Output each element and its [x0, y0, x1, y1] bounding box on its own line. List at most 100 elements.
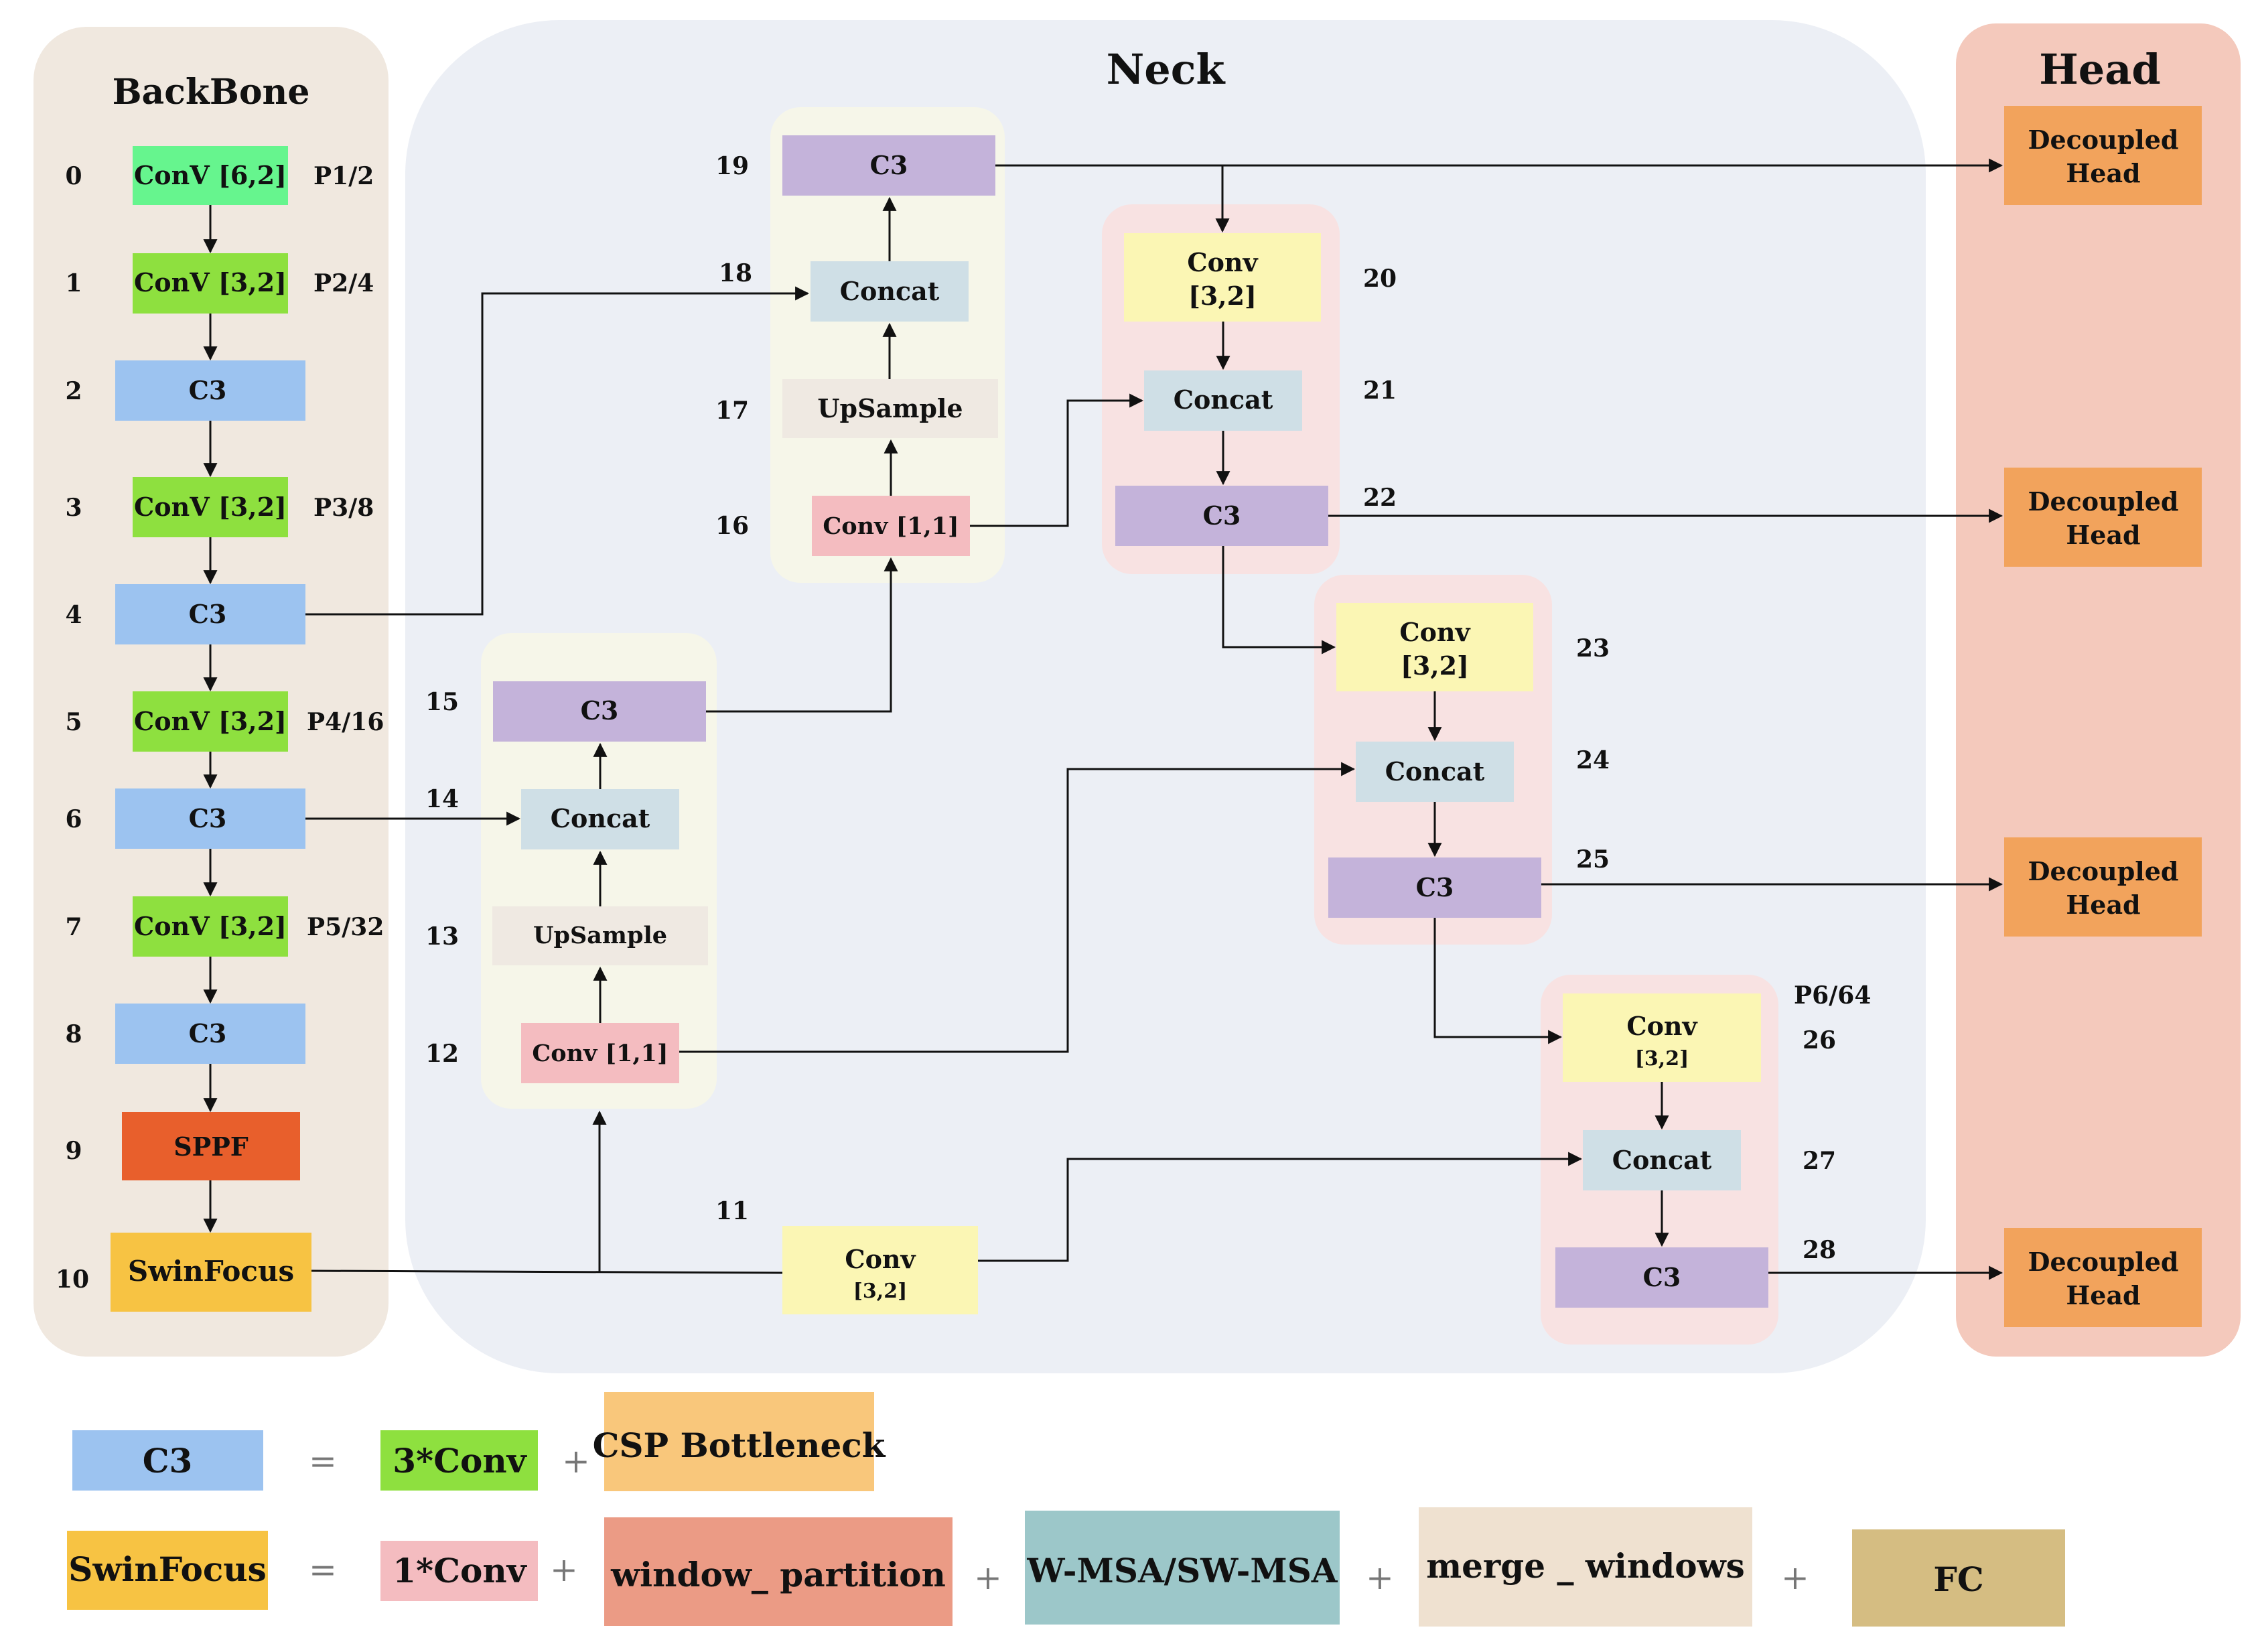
edge-11-to-27 — [978, 1152, 1583, 1262]
neck-layer-13: UpSample 13 — [425, 906, 708, 965]
svg-text:C3: C3 — [189, 1018, 227, 1048]
legend-merge-windows: merge _ windows — [1426, 1546, 1745, 1586]
svg-text:21: 21 — [1363, 376, 1397, 405]
svg-text:Conv: Conv — [845, 1244, 916, 1274]
svg-text:7: 7 — [65, 913, 82, 941]
backbone-layer-1: ConV [3,2] 1 P2/4 — [65, 253, 374, 314]
svg-text:C3: C3 — [581, 695, 619, 726]
neck-layer-22: C3 22 — [1115, 484, 1397, 546]
legend-window-partition: window_ partition — [610, 1555, 946, 1594]
svg-text:4: 4 — [65, 601, 82, 629]
decoupled-head-1: Decoupled Head — [2004, 106, 2202, 205]
svg-text:14: 14 — [425, 785, 459, 813]
svg-text:UpSample: UpSample — [817, 393, 963, 423]
svg-text:Concat: Concat — [1174, 385, 1273, 415]
backbone-title: BackBone — [113, 72, 310, 113]
backbone-layer-10: SwinFocus 10 — [56, 1233, 311, 1312]
svg-text:P4/16: P4/16 — [307, 708, 384, 736]
svg-text:9: 9 — [65, 1137, 82, 1165]
decoupled-head-2: Decoupled Head — [2004, 468, 2202, 567]
svg-text:C3: C3 — [870, 150, 908, 180]
edge-16-to-21 — [970, 393, 1144, 527]
legend-c3-box — [72, 1430, 263, 1491]
svg-text:P6/64: P6/64 — [1794, 981, 1871, 1010]
neck-layer-20: Conv [3,2] 20 — [1124, 233, 1397, 322]
neck-layer-19: C3 19 — [715, 135, 995, 196]
legend-eq-1: = — [309, 1442, 337, 1481]
connection-arrows — [305, 158, 2003, 1280]
backbone-layer-0: ConV [6,2] 0 P1/2 — [65, 146, 374, 205]
svg-text:28: 28 — [1803, 1236, 1836, 1264]
svg-text:12: 12 — [425, 1040, 459, 1068]
svg-text:Decoupled: Decoupled — [2028, 125, 2179, 155]
svg-text:ConV [6,2]: ConV [6,2] — [134, 160, 287, 190]
svg-text:Decoupled: Decoupled — [2028, 1247, 2179, 1277]
legend-fc-box — [1852, 1529, 2065, 1627]
svg-text:ConV [3,2]: ConV [3,2] — [134, 706, 287, 736]
svg-text:1: 1 — [65, 269, 82, 297]
backbone-layer-2: C3 2 — [65, 360, 305, 421]
svg-text:ConV [3,2]: ConV [3,2] — [134, 911, 287, 941]
neck-layer-16: Conv [1,1] 16 — [715, 496, 970, 556]
svg-text:19: 19 — [715, 152, 749, 180]
legend-swinfocus: SwinFocus — [68, 1550, 267, 1589]
svg-text:17: 17 — [715, 397, 749, 425]
neck-layer-23: Conv [3,2] 23 — [1336, 603, 1610, 691]
group-lower-fpn — [481, 633, 717, 1109]
svg-text:C3: C3 — [1416, 872, 1454, 902]
backbone-layer-5: ConV [3,2] 5 P4/16 — [65, 691, 384, 752]
legend-window-box — [604, 1517, 953, 1626]
legend-fc: FC — [1933, 1560, 1983, 1599]
svg-text:Conv: Conv — [1626, 1011, 1698, 1041]
edge-15-to-16 — [706, 557, 898, 713]
svg-text:Concat: Concat — [551, 803, 650, 833]
svg-text:0: 0 — [65, 162, 82, 190]
edge-10-to-11 — [311, 1269, 783, 1274]
svg-text:C3: C3 — [189, 599, 227, 629]
svg-text:P5/32: P5/32 — [307, 913, 384, 941]
svg-text:5: 5 — [65, 708, 82, 736]
legend-csp: CSP Bottleneck — [593, 1426, 886, 1465]
svg-text:26: 26 — [1803, 1026, 1836, 1054]
decoupled-head-4: Decoupled Head — [2004, 1228, 2202, 1327]
svg-text:[3,2]: [3,2] — [1635, 1047, 1689, 1071]
svg-text:[3,2]: [3,2] — [1188, 281, 1257, 311]
head-panel — [1956, 23, 2241, 1357]
svg-text:3: 3 — [65, 494, 82, 522]
svg-text:P2/4: P2/4 — [313, 269, 374, 297]
svg-text:15: 15 — [425, 688, 459, 716]
backbone-layer-7: ConV [3,2] 7 P5/32 — [65, 896, 384, 957]
neck-layer-14: Concat 14 — [425, 785, 679, 849]
svg-text:27: 27 — [1803, 1147, 1836, 1175]
svg-text:Concat: Concat — [840, 276, 940, 306]
edge-4-to-18 — [305, 286, 810, 616]
legend-conv3: 3*Conv — [393, 1441, 527, 1481]
svg-text:Head: Head — [2066, 1280, 2140, 1310]
neck-layer-28: C3 28 — [1555, 1236, 1836, 1308]
head-title: Head — [2039, 45, 2161, 94]
backbone-layer-3: ConV [3,2] 3 P3/8 — [65, 477, 374, 537]
neck-layer-18: Concat 18 — [719, 259, 969, 322]
legend-c3: C3 — [143, 1441, 193, 1481]
svg-text:C3: C3 — [1203, 500, 1241, 531]
legend-conv1-box — [380, 1541, 538, 1601]
legend-plus-4: + — [1366, 1558, 1394, 1597]
svg-text:2: 2 — [65, 377, 82, 405]
neck-title: Neck — [1107, 45, 1226, 94]
svg-text:C3: C3 — [1643, 1262, 1681, 1292]
edge-22-to-23 — [1222, 546, 1336, 655]
svg-text:10: 10 — [56, 1265, 89, 1294]
svg-text:Conv [1,1]: Conv [1,1] — [823, 512, 959, 540]
svg-text:Head: Head — [2066, 158, 2140, 188]
svg-text:C3: C3 — [189, 803, 227, 833]
svg-text:Concat: Concat — [1612, 1145, 1712, 1175]
svg-text:20: 20 — [1363, 265, 1397, 293]
svg-text:[3,2]: [3,2] — [853, 1280, 908, 1303]
svg-text:Decoupled: Decoupled — [2028, 856, 2179, 886]
legend-wmsa: W-MSA/SW-MSA — [1026, 1551, 1338, 1590]
backbone-layer-4: C3 4 — [65, 584, 305, 644]
svg-text:P1/2: P1/2 — [313, 162, 374, 190]
legend-plus-1: + — [562, 1442, 590, 1481]
svg-text:UpSample: UpSample — [533, 922, 667, 949]
